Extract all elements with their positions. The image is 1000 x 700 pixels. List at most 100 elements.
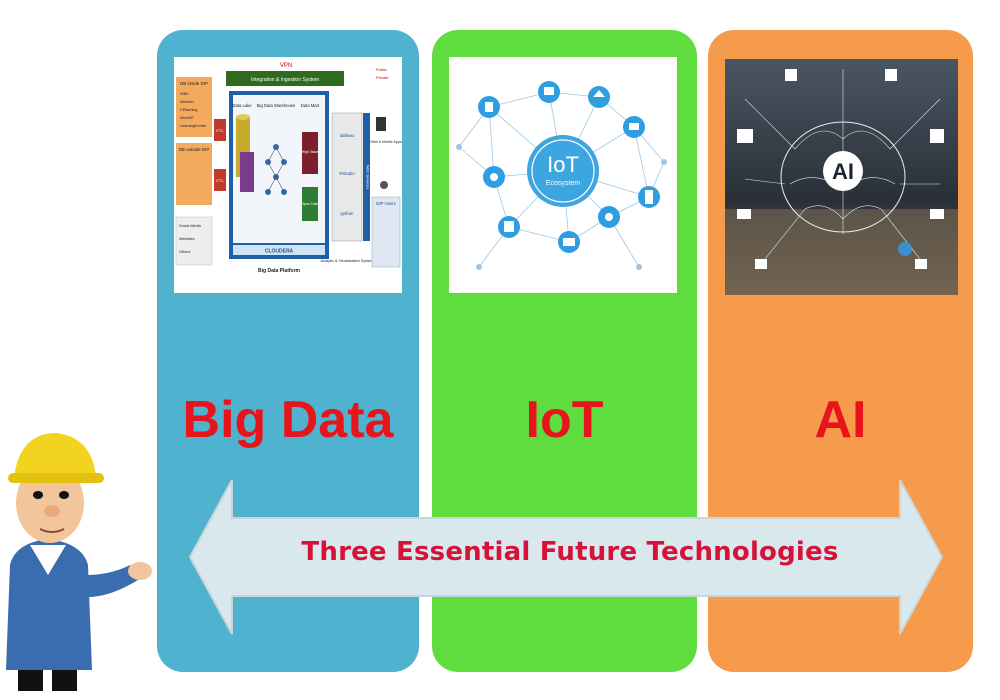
iot-dot-2 xyxy=(661,159,667,165)
iot-dot-1 xyxy=(456,144,462,150)
left-line-5: LearningCenter xyxy=(180,124,207,128)
dip-users-box xyxy=(371,196,401,268)
warehouse-link-2 xyxy=(275,146,285,163)
integration-bar xyxy=(226,71,344,86)
panel-big-data: VPN Integration & Ingestion System DB in… xyxy=(157,30,419,672)
big-data-platform-diagram: VPN Integration & Ingestion System DB in… xyxy=(174,57,402,293)
right-public: Public xyxy=(376,67,387,72)
analytics-python: python xyxy=(341,211,355,216)
ai-brain-network-photo: AI xyxy=(725,59,958,295)
db-outside-label: DB outside DIP xyxy=(179,147,210,152)
battery-icon xyxy=(563,238,575,246)
cloudera-label: CLOUDERA xyxy=(265,249,294,255)
iot-hub-circle xyxy=(527,135,599,207)
hard-hat-brim xyxy=(8,473,104,483)
label-iot: IoT xyxy=(525,391,604,449)
truck-icon xyxy=(629,123,639,130)
iot-hub-ring xyxy=(531,139,595,203)
label-big-data: Big Data xyxy=(182,391,394,449)
phone-icon xyxy=(645,190,653,204)
car-icon xyxy=(737,209,751,219)
phone-icon xyxy=(376,117,386,131)
mart-cylinder-2 xyxy=(302,187,318,221)
chart-icon xyxy=(915,259,927,269)
worker-right-eye xyxy=(59,491,69,499)
cloudera-bar xyxy=(233,245,325,255)
lightbulb-icon xyxy=(490,173,498,181)
web-services-label: Web Services xyxy=(366,165,371,190)
banner-text: Three Essential Future Technologies xyxy=(301,537,839,567)
mart-high-value: High Value xyxy=(302,150,319,154)
iot-diagram-svg: IoT Ecosystem xyxy=(456,81,667,270)
gear-icon xyxy=(930,129,944,143)
platform-name: Big Data Platform xyxy=(258,268,301,274)
worker-arm xyxy=(86,565,138,597)
sources-box xyxy=(175,216,213,266)
analytics-name: Analytic & Visualization System xyxy=(321,259,374,263)
worker-cartoon xyxy=(6,433,152,691)
left-line-3: CPlanning xyxy=(180,108,198,112)
db-inside-box xyxy=(176,77,212,137)
cart-icon xyxy=(885,69,897,81)
gear-icon xyxy=(605,213,613,221)
db-inside-label: DB inside DIP xyxy=(180,81,208,86)
etl-box-2 xyxy=(214,169,226,191)
left-line-1: WBC xyxy=(180,92,189,96)
source-others: Others xyxy=(179,250,190,254)
iot-hub-subtitle: Ecosystem xyxy=(546,180,580,187)
warehouse-link-6 xyxy=(275,176,285,193)
mart-cylinder-1 xyxy=(302,132,318,174)
tablet-icon xyxy=(504,221,514,232)
apps-label: Web & Mobile Apps xyxy=(370,140,401,144)
vpn-label: VPN xyxy=(280,63,292,69)
ai-badge-label: AI xyxy=(832,159,854,184)
big-data-diagram-svg: VPN Integration & Ingestion System DB in… xyxy=(175,63,402,274)
factory-icon xyxy=(930,209,944,219)
etl-box-1 xyxy=(214,119,226,141)
building-icon xyxy=(785,69,797,81)
worker-mouth xyxy=(39,528,65,533)
lake-cylinder-top xyxy=(236,114,250,120)
worker-hand xyxy=(128,562,152,580)
lake-cylinder-2 xyxy=(240,152,254,192)
home-icon xyxy=(737,129,753,143)
worker-nose xyxy=(44,505,60,517)
section-data-mart: Data Mart xyxy=(301,103,320,108)
section-data-lake: Data Lake xyxy=(232,103,252,108)
worker-left-eye xyxy=(33,491,43,499)
dip-users-label: DIP Users xyxy=(376,201,396,206)
laptop-icon xyxy=(755,259,767,269)
db-outside-box xyxy=(176,143,212,205)
iot-dot-3 xyxy=(476,264,482,270)
iot-ecosystem-network: IoT Ecosystem xyxy=(449,57,677,293)
hard-hat xyxy=(14,433,96,477)
ai-photo-desk xyxy=(725,209,958,295)
double-arrow-shape xyxy=(188,479,944,635)
integration-label: Integration & Ingestion System xyxy=(251,77,319,83)
home-icon xyxy=(593,90,605,97)
warehouse-link-1 xyxy=(267,146,277,163)
mart-open-data: Open Data xyxy=(302,202,319,206)
car-icon xyxy=(544,87,554,95)
iot-hub-title: IoT xyxy=(547,152,579,177)
worker-jacket xyxy=(6,539,92,670)
warehouse-link-4 xyxy=(275,161,285,178)
etl-label-1: ETL xyxy=(216,128,224,133)
analytics-box xyxy=(331,112,363,242)
left-line-4: WorkSP xyxy=(180,116,194,120)
pie-chart-icon xyxy=(898,242,912,256)
ai-photo-svg: AI xyxy=(725,59,958,295)
right-private: Private xyxy=(376,75,389,80)
ai-badge-circle xyxy=(823,151,863,191)
web-services-bar xyxy=(363,113,370,241)
left-line-2: Member xyxy=(180,100,195,104)
user-icon xyxy=(380,181,388,189)
source-websites: Websites xyxy=(179,237,195,241)
analytics-tableau: tableau xyxy=(340,133,355,138)
lock-icon xyxy=(485,102,493,112)
analytics-rstudio: RStudio xyxy=(339,171,355,176)
iot-dot-4 xyxy=(636,264,642,270)
section-warehouse: Big Data Warehouse xyxy=(257,103,296,108)
warehouse-link-3 xyxy=(267,161,277,178)
source-social: Social Media xyxy=(179,224,202,228)
